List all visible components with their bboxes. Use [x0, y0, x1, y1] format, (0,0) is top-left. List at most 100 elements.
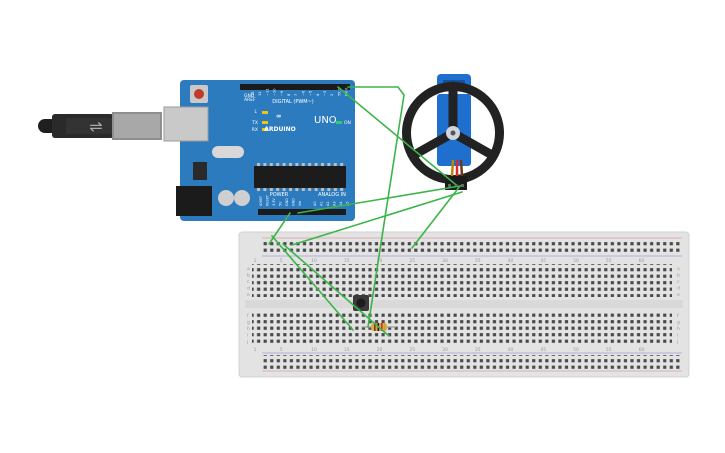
wire-servo-power-to-rail[interactable]: [291, 191, 463, 246]
chip-pin: [308, 188, 312, 191]
column-number-60: 60: [639, 258, 645, 264]
analog-pin-label: A3: [333, 202, 337, 206]
chip-pin: [340, 163, 344, 166]
arduino-uno-board[interactable]: DIGITAL (PWM~) AREF GND ∞ ARDUINO UNO L …: [163, 80, 355, 221]
l-label: L: [254, 109, 257, 115]
rx-led: [262, 128, 268, 131]
uno-label: UNO: [314, 115, 337, 126]
column-number-bottom-10: 10: [311, 347, 317, 353]
power-pin-label: IOREF: [259, 196, 263, 206]
chip-pin: [295, 163, 299, 166]
usb-cable[interactable]: ⇌: [38, 112, 162, 140]
column-number-20: 20: [377, 258, 383, 264]
power-pin-label: RESET: [266, 194, 270, 206]
chip-pin: [333, 163, 337, 166]
row-letter-right-g: g: [677, 321, 680, 326]
chip-pin: [289, 188, 292, 191]
column-number-bottom-15: 15: [344, 347, 350, 353]
digital-pin-label: RX 0: [345, 87, 349, 96]
arduino-logo-symbol: ∞: [276, 112, 281, 120]
chip-pin: [327, 188, 331, 191]
chip-pin: [308, 163, 312, 166]
power-pin-label: 5V: [279, 201, 283, 206]
row-letter-right-a: a: [677, 267, 680, 272]
bottom-power-rail[interactable]: [262, 355, 682, 369]
row-letter-h: h: [247, 326, 250, 332]
column-number-55: 55: [606, 258, 612, 264]
arduino-logo-text: ARDUINO: [264, 126, 295, 133]
servo-lead-signal: [450, 159, 455, 177]
chip-pin: [289, 163, 292, 166]
chip-pin: [321, 163, 324, 166]
digital-pin-label: 4: [316, 93, 320, 96]
atmega-chip: [254, 166, 346, 188]
wires[interactable]: [268, 86, 463, 337]
chip-pin: [301, 163, 305, 166]
row-letter-a: a: [247, 267, 250, 272]
row-letter-d: d: [247, 286, 250, 292]
digital-header[interactable]: [240, 84, 350, 90]
chip-pin: [301, 188, 305, 191]
digital-pin-label: ~9: [280, 90, 284, 96]
digital-label: DIGITAL (PWM~): [272, 99, 314, 105]
row-letter-right-e: e: [677, 293, 680, 298]
row-letter-right-j: j: [676, 339, 678, 345]
column-number-50: 50: [573, 258, 579, 264]
wire-pin2-to-button[interactable]: [347, 86, 405, 328]
chip-pin: [295, 188, 299, 191]
chip-pin: [340, 188, 344, 191]
terminal-block-bottom[interactable]: [252, 311, 672, 344]
chip-pin: [269, 163, 273, 166]
reset-button-cap[interactable]: [194, 89, 204, 99]
on-label: ON: [344, 120, 351, 126]
servo-lead-ground: [459, 159, 464, 177]
terminal-block-top[interactable]: [252, 264, 672, 297]
analog-pin-label: A2: [326, 202, 330, 206]
chip-pin: [327, 163, 331, 166]
top-power-rail[interactable]: [262, 240, 682, 254]
chip-pin: [314, 188, 318, 191]
row-letter-j: j: [246, 339, 248, 345]
push-button[interactable]: [353, 295, 369, 311]
digital-pin-label: 2: [330, 94, 334, 96]
servo-motor[interactable]: [402, 74, 504, 190]
crystal-oscillator: [212, 146, 244, 158]
resistor-band-1: [374, 323, 376, 331]
power-label: POWER: [270, 192, 289, 198]
wire-rail-to-button[interactable]: [271, 235, 354, 331]
rx-label: RX: [252, 127, 258, 133]
column-number-bottom-35: 35: [475, 347, 481, 353]
digital-pin-label: ~11: [265, 88, 269, 96]
analog-pin-label: A1: [320, 202, 324, 206]
servo-connector-pin-3: [461, 184, 464, 187]
wire-5v-to-rail[interactable]: [268, 212, 291, 245]
row-letter-f: f: [247, 313, 249, 319]
digital-pin-label: ~5: [309, 91, 313, 96]
digital-pin-label: 13: [251, 91, 255, 96]
row-letter-right-h: h: [677, 326, 680, 332]
analog-in-label: ANALOG IN: [318, 192, 346, 198]
capacitor-1: [218, 190, 234, 206]
row-letter-right-f: f: [677, 313, 679, 319]
column-number-bottom-1: 1: [254, 347, 257, 353]
chip-pin: [263, 163, 267, 166]
wire-rail-to-resistor[interactable]: [282, 243, 390, 337]
gnd-label: GND: [244, 93, 255, 99]
row-letter-right-d: d: [677, 286, 680, 292]
chip-pin: [257, 163, 260, 166]
push-button-cap: [356, 298, 366, 308]
chip-pin: [333, 188, 337, 191]
tx-led: [262, 121, 268, 124]
chip-pin: [276, 163, 280, 166]
power-pin-label: 3.3V: [272, 198, 276, 206]
resistor-band-4: [384, 323, 386, 331]
wire-pin3-to-servo-signal[interactable]: [337, 86, 456, 185]
column-number-bottom-45: 45: [540, 347, 546, 353]
digital-pin-label: TX 1: [337, 88, 341, 97]
servo-connector-pin-1: [448, 184, 451, 187]
power-jack: [176, 186, 212, 216]
wire-gnd-to-servo[interactable]: [297, 184, 462, 249]
